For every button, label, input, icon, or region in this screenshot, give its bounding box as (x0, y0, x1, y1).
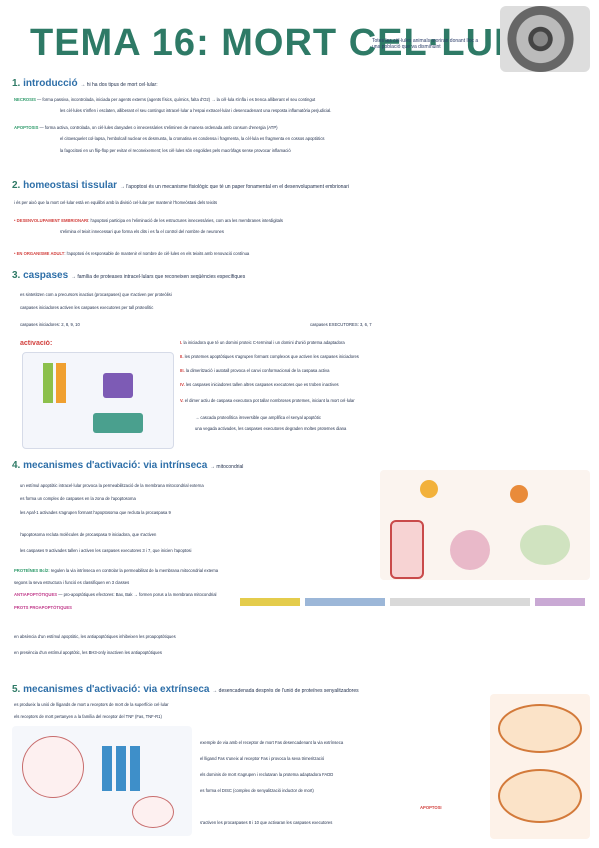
intrinsic-pathway-figure (380, 470, 590, 580)
intrinseca-5: les caspases 9 activades tallen i active… (20, 548, 192, 553)
mitochondrion-shape (390, 520, 424, 579)
extrinseca-7: s'activen les procaspases 8 i 10 que act… (200, 820, 333, 825)
apoptosis-line-2: el citoesquelet col·lapsa, l'embolcall n… (60, 136, 325, 141)
extrinseca-2: els receptors de mort pertanyen a la fam… (14, 714, 162, 719)
cell-shape (132, 796, 174, 828)
fas-receptor-shape (116, 746, 126, 791)
intrinseca-3: les Apaf-1 activades s'agrupen formant l… (20, 510, 171, 515)
fas-receptor-shape (102, 746, 112, 791)
section-5-heading: 5. mecanismes d'activació: via extrínsec… (12, 684, 359, 695)
caspases-line-2: caspases iniciadores activen les caspase… (20, 305, 154, 310)
bcl2-bar (305, 598, 385, 606)
apoptosome-shape (510, 485, 528, 503)
homeostasi-line-1: i és per això que la mort cel·lular està… (14, 200, 218, 205)
intro-note: Totes les cèl·lules animals moriran dona… (372, 38, 479, 50)
extrinsic-pathway-figure (12, 726, 192, 836)
caspase-activation-figure (22, 352, 174, 449)
section-2-heading: 2. homeostasi tissular → l'apoptosi és u… (12, 180, 349, 191)
procaspase-shape (43, 363, 53, 403)
roman-5: V. el dimer actiu de caspasa executora p… (180, 398, 355, 403)
roman-6: → cascada proteolítica irreversible que … (195, 415, 321, 420)
intrinseca-absence: en absència d'un estímul apoptòtic, les … (14, 634, 176, 639)
desenv-line-2: s'elimina el teixit innecessari que form… (60, 229, 224, 234)
organisme-line-1: • EN ORGANISME ADULT: l'apoptosi és resp… (14, 251, 250, 256)
extrinseca-4: el lligand Fas s'uneix al receptor Fas i… (200, 756, 325, 761)
caspases-exec: caspases EXECUTORES: 3, 6, 7 (310, 322, 372, 327)
extrinseca-3: exemple de via amb el receptor de mort F… (200, 740, 344, 745)
caspases-init: caspases iniciadores: 2, 8, 9, 10 (20, 322, 80, 327)
roman-3: III. la dimerització i autotall provoca … (180, 368, 330, 373)
apoptosis-line-1: APOPTOSIS — forma activa, controlada, on… (14, 125, 278, 130)
roman-4: IV. les caspases iniciadores tallen altr… (180, 382, 339, 387)
proteins-line: PROTEÏNES Bcl2: regulen la via intrínsec… (14, 568, 219, 573)
intrinseca-presence: en presència d'un estímul apoptòtic, les… (14, 650, 162, 655)
section-1-heading: 1. introducció → hi ha dos tipus de mort… (12, 78, 158, 89)
roman-7: una vegada activades, les caspases execu… (195, 426, 347, 431)
extrinseca-6: es forma el DISC (complex de senyalitzac… (200, 788, 314, 793)
intrinseca-2: es forma un complex de caspases en la zo… (20, 496, 136, 501)
antiapo-line: ANTIAPOPTÒTIQUES — pro-apoptòtiques efec… (14, 592, 217, 597)
desenv-line-1: • DESENVOLUPAMENT EMBRIONARI: l'apoptosi… (14, 218, 284, 223)
micrograph-image (500, 6, 590, 72)
bcl2-bar (535, 598, 585, 606)
extrinseca-1: es produeix la unió de lligands de mort … (14, 702, 169, 707)
apoptosis-line-3: la fagocitosi en un flip-flop per evitar… (60, 148, 291, 153)
section-3-heading: 3. caspases → família de proteases intra… (12, 270, 246, 281)
apoptosi-mark: APOPTOSI (420, 805, 442, 810)
activacio-label: activació: (20, 340, 53, 347)
bcl2-bar (240, 598, 300, 606)
apoptotic-body-shape (520, 525, 570, 565)
mitochondria-figure (490, 694, 590, 839)
apoptosome-shape (420, 480, 438, 498)
necrosis-line-2: les cèl·lules s'inflen i esclaten, allib… (60, 108, 332, 113)
roman-2: II. les proteïnes apoptòtiques s'agrupen… (180, 354, 359, 359)
fas-receptor-shape (130, 746, 140, 791)
procaspase-shape (56, 363, 66, 403)
bcl2-bar (390, 598, 530, 606)
caspases-line-1: es sintetitzen com a precursors inactius… (20, 292, 172, 297)
necrosis-line-1: NECROSIS — forma passiva, incontrolada, … (14, 97, 316, 102)
cell-shape (22, 736, 84, 798)
cell-shape (450, 530, 490, 570)
roman-1: I. la iniciadora que té un domini protei… (180, 340, 345, 345)
mitochondrion-shape (498, 769, 582, 823)
extrinseca-5: els dominis de mort s'agrupen i reclutar… (200, 772, 334, 777)
page-title: TEMA 16: MORT CEL·LULAR (30, 22, 576, 64)
intrinseca-1: un estímul apoptòtic intracel·lular prov… (20, 483, 204, 488)
active-caspase-shape (103, 373, 133, 398)
proteins-line-2: segons la seva estructura i funció es cl… (14, 580, 130, 585)
mitochondrion-shape (498, 704, 582, 753)
section-4-heading: 4. mecanismes d'activació: via intrínsec… (12, 460, 244, 471)
executor-caspase-shape (93, 413, 143, 433)
intrinseca-4: l'apoptosoma recluta molècules de procas… (20, 532, 157, 537)
prosup-line: PROTS PROAPOPTÒTIQUES (14, 605, 72, 610)
